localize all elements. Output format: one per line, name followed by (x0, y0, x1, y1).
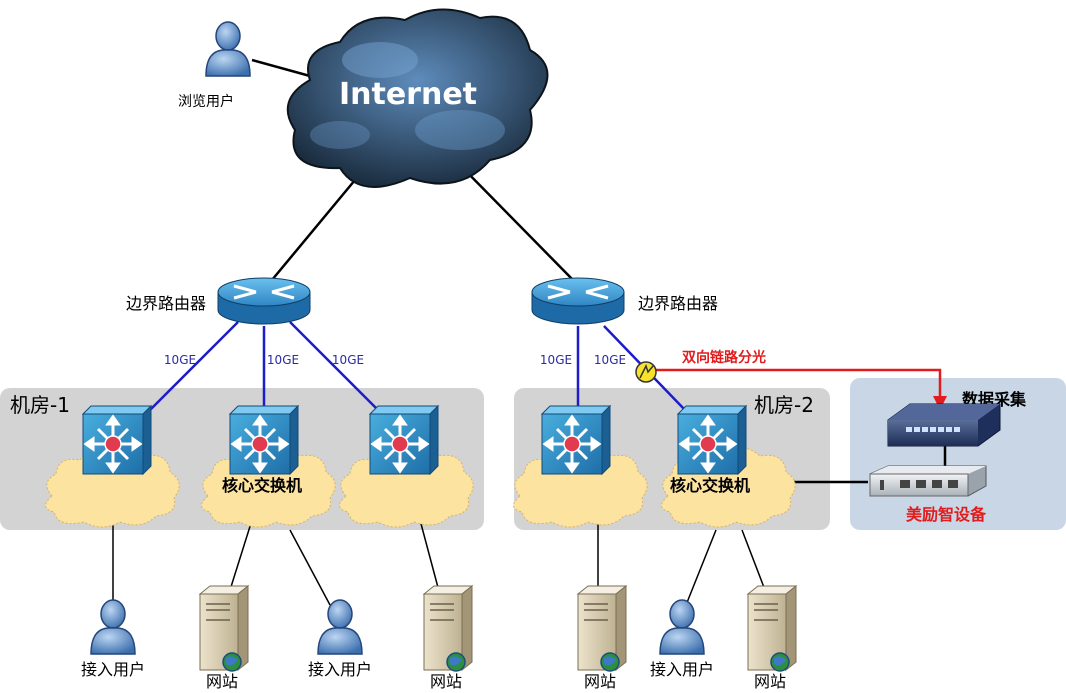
user-icon (317, 599, 363, 655)
link-10ge-label: 10GE (164, 353, 196, 367)
user-icon (90, 599, 136, 655)
user-icon (205, 21, 251, 77)
browse-user-label: 浏览用户 (178, 93, 234, 110)
website-label: 网站 (206, 672, 238, 691)
link-10ge-label: 10GE (594, 353, 626, 367)
server-icon (199, 585, 249, 672)
optical-split-label: 双向链路分光 (682, 349, 766, 366)
server-icon (747, 585, 797, 672)
room2-title: 机房-2 (754, 393, 814, 417)
access-user-label: 接入用户 (308, 660, 372, 679)
link-10ge-label: 10GE (540, 353, 572, 367)
switch-icon (81, 404, 153, 476)
room1-title: 机房-1 (10, 393, 70, 417)
switch-icon (676, 404, 748, 476)
left-router-label: 边界路由器 (126, 294, 206, 313)
device-label: 美励智设备 (906, 505, 987, 524)
user-icon (659, 599, 705, 655)
switch-icon (540, 404, 612, 476)
internet-label: Internet (339, 77, 477, 112)
website-label: 网站 (584, 672, 616, 691)
router-icon (216, 276, 312, 326)
server-icon (423, 585, 473, 672)
arrow-down-icon (933, 396, 947, 410)
cloud-icon (286, 8, 549, 188)
link-10ge-label: 10GE (332, 353, 364, 367)
access-user-label: 接入用户 (81, 660, 145, 679)
right-router-label: 边界路由器 (638, 294, 718, 313)
switch-icon (228, 404, 300, 476)
appliance-icon (869, 465, 987, 497)
core-switch-label: 核心交换机 (670, 476, 750, 495)
router-icon (530, 276, 626, 326)
switch-icon (368, 404, 440, 476)
link-10ge-label: 10GE (267, 353, 299, 367)
optical-split-link (646, 368, 942, 400)
core-switch-label: 核心交换机 (222, 476, 302, 495)
access-links (112, 446, 947, 606)
collector-icon (887, 403, 1001, 447)
website-label: 网站 (430, 672, 462, 691)
optical-tap-icon (635, 361, 657, 383)
black-links (251, 58, 576, 293)
access-user-label: 接入用户 (650, 660, 714, 679)
server-icon (577, 585, 627, 672)
website-label: 网站 (754, 672, 786, 691)
